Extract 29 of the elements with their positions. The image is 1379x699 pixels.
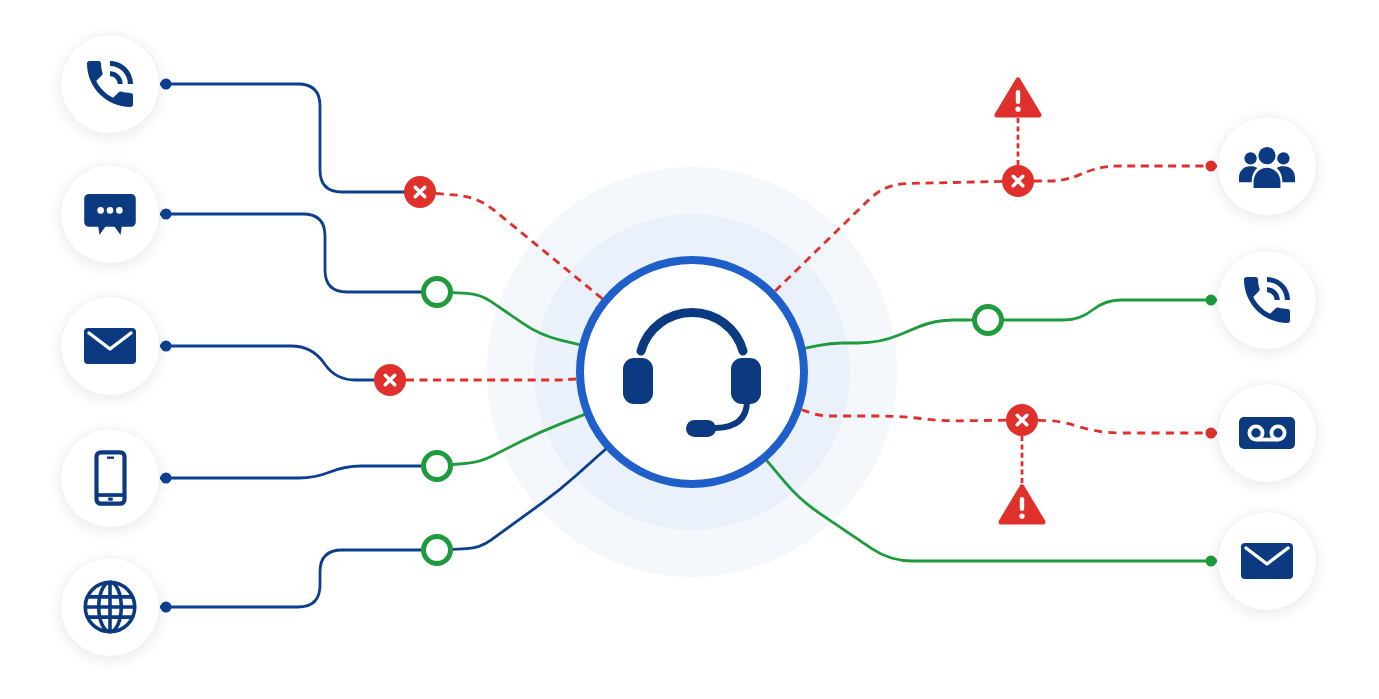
connector-line bbox=[765, 459, 1219, 567]
dashed-connector bbox=[1020, 436, 1024, 483]
status-ring-icon bbox=[972, 304, 1004, 336]
dashed-connector bbox=[1016, 118, 1020, 165]
error-x-icon bbox=[404, 176, 436, 208]
connector-line bbox=[451, 447, 607, 551]
dashed-connector bbox=[435, 192, 604, 300]
connector-line bbox=[804, 318, 974, 350]
connector-line bbox=[158, 340, 376, 382]
status-ring-icon bbox=[421, 276, 453, 308]
dashed-connector bbox=[801, 408, 1006, 423]
error-x-icon bbox=[1006, 404, 1038, 436]
error-x-icon bbox=[374, 364, 406, 396]
dashed-connector bbox=[1034, 160, 1217, 183]
error-x-icon bbox=[1002, 165, 1034, 197]
dashed-connector bbox=[774, 180, 1003, 293]
dashed-connector bbox=[1037, 419, 1217, 439]
connector-line bbox=[451, 413, 586, 466]
status-ring-icon bbox=[421, 534, 453, 566]
warning-triangle-icon bbox=[998, 483, 1046, 525]
connector-line bbox=[158, 548, 423, 613]
dashed-connector bbox=[406, 377, 577, 382]
connector-line bbox=[1002, 294, 1219, 322]
warning-triangle-icon bbox=[994, 76, 1042, 118]
connector-line bbox=[158, 464, 423, 484]
connector-line bbox=[158, 78, 406, 194]
connector-line bbox=[158, 208, 423, 294]
connector-line bbox=[451, 291, 581, 346]
status-ring-icon bbox=[421, 450, 453, 482]
